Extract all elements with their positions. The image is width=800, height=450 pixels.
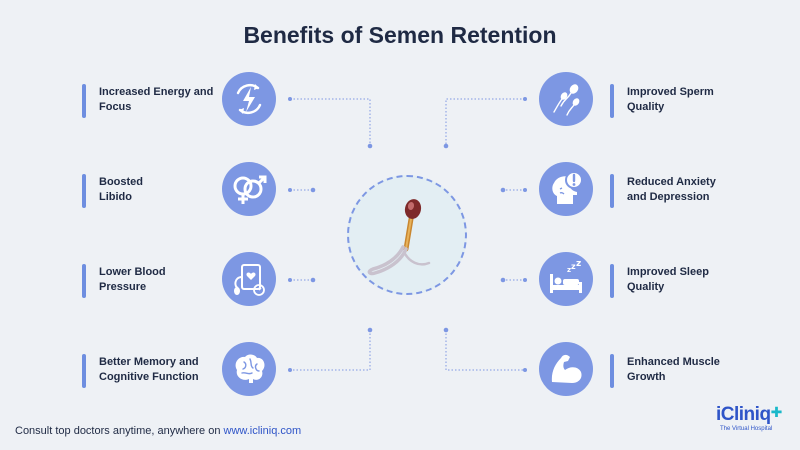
footer-text: Consult top doctors anytime, anywhere on [15, 425, 224, 437]
logo-brand: iCliniq [716, 404, 771, 425]
accent-bar [82, 174, 86, 208]
svg-text:z: z [571, 262, 576, 271]
accent-bar [610, 174, 614, 208]
center-sperm-illustration [347, 175, 467, 295]
sperm-icon [539, 72, 593, 126]
brain-icon [222, 342, 276, 396]
svg-text:z: z [576, 259, 581, 269]
benefit-label: Lower Blood Pressure [99, 266, 166, 293]
connector-energy [290, 98, 371, 145]
sperm-illustration-icon [367, 199, 431, 276]
benefit-label: Enhanced Muscle Growth [627, 356, 720, 383]
accent-bar [82, 354, 86, 388]
anxious-head-icon [539, 162, 593, 216]
benefit-label: Improved Sleep Quality [627, 266, 709, 293]
benefit-label: Increased Energy and Focus [99, 86, 214, 113]
accent-bar [610, 264, 614, 298]
energy-icon [222, 72, 276, 126]
connector-muscle [445, 330, 525, 371]
flexed-arm-icon [539, 342, 593, 396]
connector-sperm [445, 98, 525, 145]
svg-text:z: z [567, 266, 571, 274]
icliniq-logo: iCliniq✚ The Virtual Hospital [716, 404, 786, 438]
benefit-label: Improved Sperm Quality [627, 86, 714, 113]
benefit-label: Better Memory and Cognitive Function [99, 356, 199, 383]
footer-link[interactable]: www.icliniq.com [223, 425, 302, 437]
accent-bar [82, 84, 86, 118]
accent-bar [610, 354, 614, 388]
plus-icon: ✚ [770, 404, 783, 420]
page-title: Benefits of Semen Retention [243, 22, 557, 48]
logo-tagline: The Virtual Hospital [720, 426, 773, 432]
benefit-label: Boosted Libido [99, 176, 143, 203]
benefit-label: Reduced Anxiety and Depression [627, 176, 716, 203]
gender-symbols-icon [222, 162, 276, 216]
footer: Consult top doctors anytime, anywhere on… [15, 425, 301, 437]
connector-memory [290, 330, 371, 371]
sleeping-bed-icon: z z z [539, 252, 593, 306]
blood-pressure-monitor-icon [222, 252, 276, 306]
accent-bar [82, 264, 86, 298]
accent-bar [610, 84, 614, 118]
